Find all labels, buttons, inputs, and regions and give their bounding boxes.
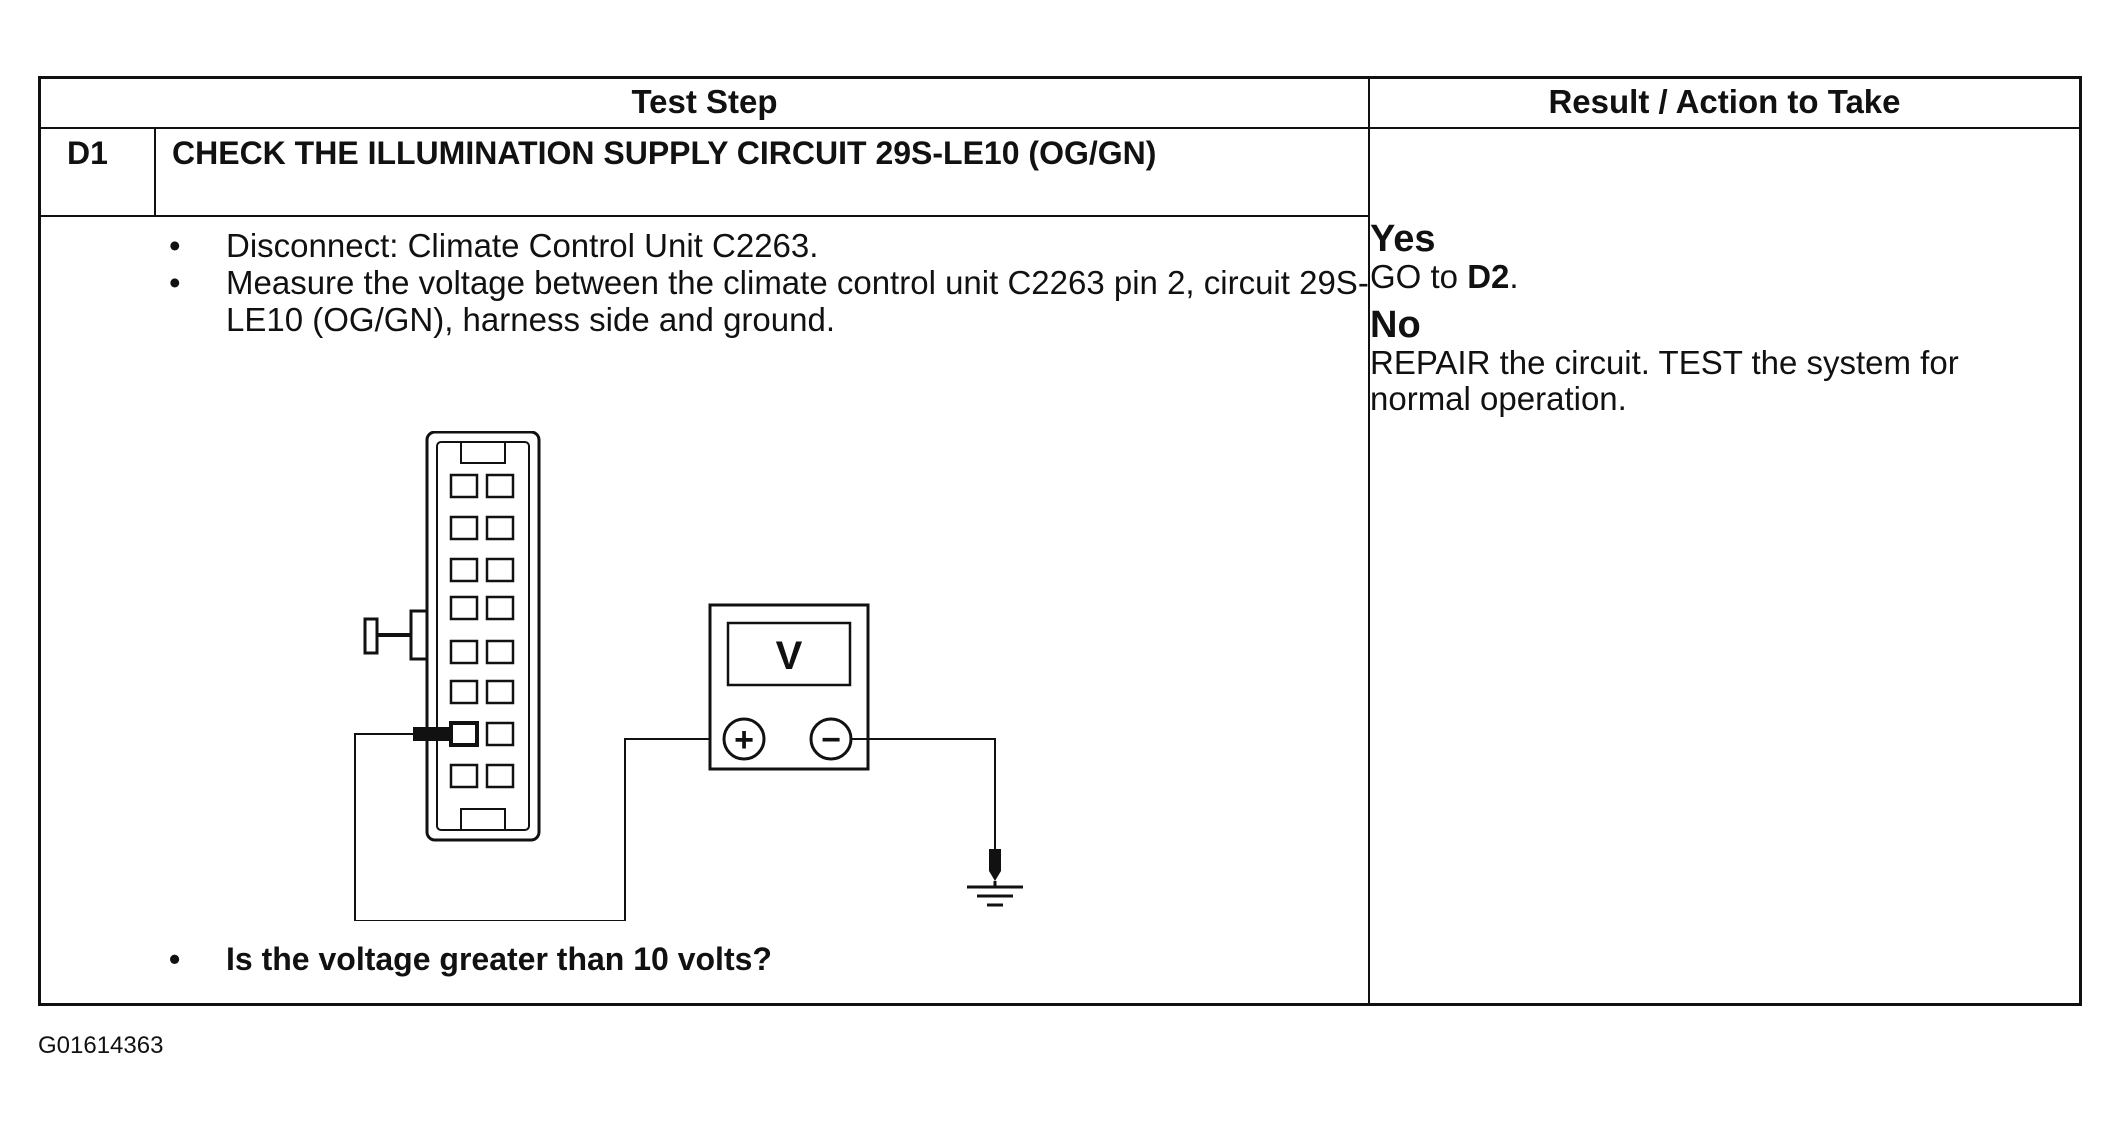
instruction-list: • Disconnect: Climate Control Unit C2263… [169,227,1369,338]
yes-action: GO to D2. [1370,259,2060,295]
positive-terminal [722,717,766,761]
negative-lead [851,738,996,851]
column-divider [1368,79,1370,1003]
connector-c2263-body [425,430,541,842]
no-label: No [1370,304,1421,346]
step-title-divider [41,215,1370,217]
header-test-step: Test Step [631,83,778,120]
yes-label: Yes [1370,218,1436,260]
ground-icon [967,881,1023,907]
instruction-item: • Measure the voltage between the climat… [169,264,1369,338]
minus-symbol: − [821,721,841,759]
question-text: Is the voltage greater than 10 volts? [226,941,772,977]
connector-lock-tab [409,609,427,661]
probe-tip [413,727,451,741]
wiring-diagram: V + − [301,430,1081,922]
step-id: D1 [67,135,108,171]
test-step-table: Test Step Result / Action to Take D1 CHE… [38,76,2082,1006]
instruction-text: Measure the voltage between the climate … [226,264,1369,338]
voltmeter-display [726,621,852,687]
header-result-action: Result / Action to Take [1548,83,1901,120]
plus-symbol: + [734,721,754,759]
yes-action-text: GO to [1370,258,1468,295]
instruction-item: • Disconnect: Climate Control Unit C2263… [169,227,1369,264]
header-divider [41,127,2079,129]
yes-target-step: D2 [1467,258,1510,295]
connector-voltmeter-diagram: V + − [354,430,1023,922]
no-action: REPAIR the circuit. TEST the system for … [1370,344,1959,417]
yes-action-suffix: . [1509,258,1519,295]
step-title: CHECK THE ILLUMINATION SUPPLY CIRCUIT 29… [172,135,1157,171]
bullet-icon: • [169,227,181,264]
pin-cavities [449,473,515,789]
result-action-cell: Yes GO to D2. No REPAIR the circuit. TES… [1370,219,2060,427]
step-id-divider [154,127,156,215]
voltmeter-label: V [776,634,803,678]
bullet-icon: • [169,941,181,977]
instruction-text: Disconnect: Climate Control Unit C2263. [226,227,819,264]
figure-id: G01614363 [38,1032,164,1059]
bullet-icon: • [169,264,181,301]
ground-probe [989,849,1001,881]
question: • Is the voltage greater than 10 volts? [169,941,772,978]
connector-inner-frame [436,441,530,831]
